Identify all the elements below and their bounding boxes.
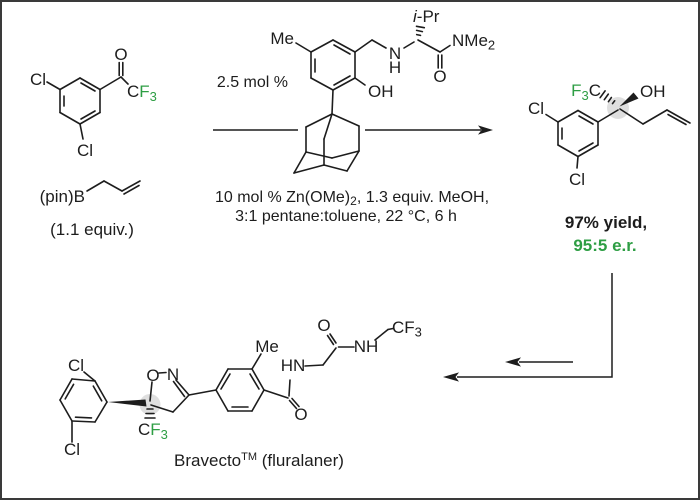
- catalyst-structure: 2.5 mol %: [217, 7, 495, 174]
- bravecto-stereocenter-highlight: [139, 394, 161, 415]
- aryl-bold-wedge: [108, 399, 147, 407]
- bravecto-structure: Cl Cl O N CF3 Me HN O O NH CF3 BravectoT…: [59, 316, 422, 470]
- bravecto-methyl-label: Me: [255, 337, 279, 356]
- multistep-arrows: [443, 273, 613, 382]
- bravecto-caption: BravectoTM (fluralaner): [174, 451, 344, 470]
- catalyst-amine-h-label: H: [389, 58, 401, 77]
- arrowhead-left-short: [505, 357, 521, 367]
- catalyst-loading-label: 2.5 mol %: [217, 74, 288, 91]
- product-f3c-label: F3C: [571, 81, 601, 103]
- catalyst-nme2-label: NMe2: [452, 31, 495, 53]
- product-er-label: 95:5 e.r.: [573, 236, 636, 255]
- catalyst-ipr-label: i-Pr: [413, 7, 440, 26]
- product-cl-top-label: Cl: [528, 99, 544, 118]
- cf3-hashed-wedge: [599, 90, 616, 105]
- dichlorophenyl-ring: [59, 378, 108, 423]
- ketone-cl-bottom-label: Cl: [77, 141, 93, 160]
- phenol-ring: [310, 39, 356, 91]
- arrowhead-left-long: [443, 372, 459, 382]
- bravecto-glycine-nh-label: NH: [354, 337, 379, 356]
- ketone-cl-top-label: Cl: [30, 70, 46, 89]
- isoxazoline-n-label: N: [167, 365, 179, 384]
- bravecto-cf3-label: CF3: [138, 420, 168, 442]
- bravecto-cf3-hashed-bond: [144, 408, 156, 419]
- bravecto-cl-bottom-label: Cl: [64, 440, 80, 459]
- catalyst-amine-n-label: N: [389, 44, 401, 63]
- bravecto-cl-top-label: Cl: [68, 356, 84, 375]
- isoxazoline-ring: [149, 371, 190, 413]
- bravecto-glycine-o-label: O: [317, 316, 330, 335]
- product-cl-bottom-label: Cl: [569, 170, 585, 189]
- bravecto-tail-cf3-label: CF3: [392, 318, 422, 340]
- reaction-arrow: [213, 125, 493, 135]
- ketone-cf3-label: CF3: [127, 82, 157, 104]
- arrowhead-right: [478, 125, 493, 135]
- conditions-line2: 3:1 pentane:toluene, 22 °C, 6 h: [235, 208, 457, 225]
- product-yield-label: 97% yield,: [565, 213, 647, 232]
- benzene-ring: [59, 77, 101, 125]
- toluene-ring: [215, 368, 265, 412]
- ketone-structure: Cl Cl O CF3: [30, 45, 157, 160]
- product-structure: F3C OH Cl Cl 97% yield, 95:5 e.r.: [528, 81, 691, 255]
- catalyst-amide-o-label: O: [433, 67, 446, 86]
- bravecto-anilide-hn-label: HN: [281, 356, 306, 375]
- isoxazoline-o-label: O: [146, 366, 159, 385]
- allyl-boronate-structure: (pin)B (1.1 equiv.): [40, 180, 141, 239]
- oh-bold-wedge: [619, 92, 639, 107]
- boronate-label: (pin)B: [40, 187, 85, 206]
- catalyst-hydroxyl-label: OH: [368, 82, 394, 101]
- product-oh-label: OH: [640, 82, 666, 101]
- boronate-equiv-label: (1.1 equiv.): [50, 220, 134, 239]
- adamantane-cage: [293, 89, 360, 174]
- ketone-carbonyl-o-label: O: [114, 45, 127, 64]
- catalyst-methyl-label: Me: [270, 29, 294, 48]
- ipr-hashed-wedge: [415, 25, 426, 37]
- bravecto-anilide-o-label: O: [294, 405, 307, 424]
- conditions-line1: 10 mol % Zn(OMe)2, 1.3 equiv. MeOH,: [215, 189, 489, 208]
- product-benzene-ring: [557, 109, 599, 158]
